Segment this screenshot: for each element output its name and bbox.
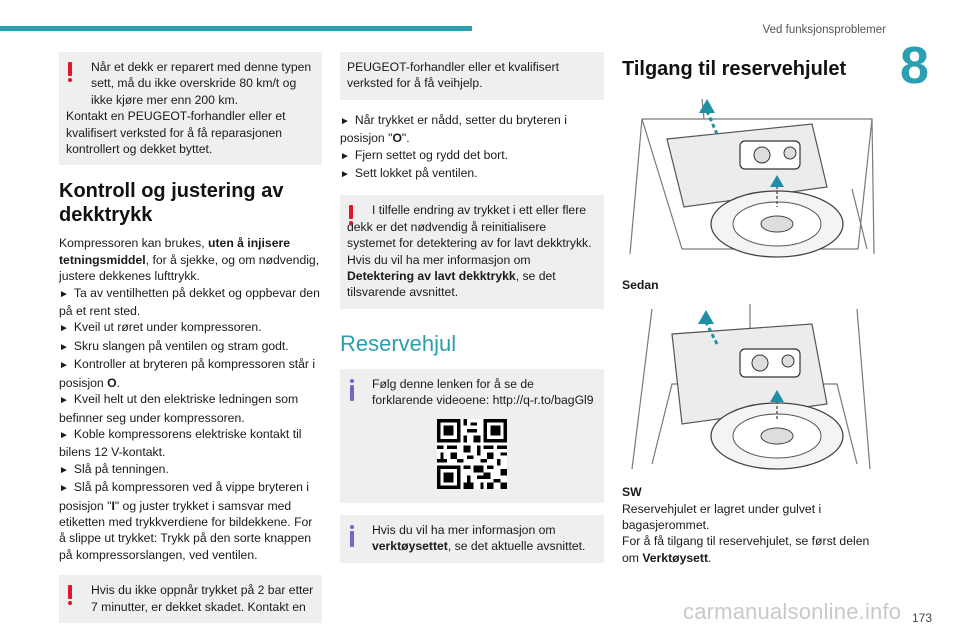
section-title: Reservehjul bbox=[340, 330, 457, 356]
warning-text: Når et dekk er reparert med denne typen … bbox=[91, 60, 312, 107]
sw-spare-wheel-illustration bbox=[631, 303, 871, 470]
warning-box: Hvis du ikke oppnår trykket på 2 bar ett… bbox=[59, 575, 322, 623]
info-icon bbox=[349, 524, 355, 547]
chapter-number: 8 bbox=[900, 37, 929, 95]
warning-icon bbox=[348, 205, 354, 226]
sedan-spare-wheel-illustration bbox=[629, 98, 875, 258]
qr-code[interactable] bbox=[437, 418, 507, 489]
info-text: Følg denne lenken for å se de forklarend… bbox=[372, 376, 594, 408]
column-3: Tilgang til reservehjulet Sedan bbox=[622, 52, 880, 566]
column-2: PEUGEOT-forhandler eller et kvalifisert … bbox=[340, 52, 604, 575]
body-text: For å få tilgang til reservehjulet, se f… bbox=[622, 534, 870, 565]
step-item: Når trykket er nådd, setter du bryteren … bbox=[340, 112, 604, 147]
warning-text: PEUGEOT-forhandler eller et kvalifisert … bbox=[347, 60, 560, 91]
figure-caption: SW bbox=[622, 485, 642, 500]
warning-text: Hvis du ikke oppnår trykket på 2 bar ett… bbox=[91, 583, 314, 614]
warning-text: Kontakt en PEUGEOT-forhandler eller et k… bbox=[66, 109, 286, 157]
steps: Når trykket er nådd, setter du bryteren … bbox=[340, 112, 604, 184]
body-text: Reservehjulet er lagret under gulvet i b… bbox=[622, 501, 822, 533]
page-number: 173 bbox=[912, 611, 933, 625]
section-body: Kompressoren kan brukes, uten å injisere… bbox=[59, 235, 322, 563]
header-accent-bar bbox=[0, 26, 472, 31]
info-icon bbox=[349, 378, 355, 401]
warning-continuation-box: PEUGEOT-forhandler eller et kvalifisert … bbox=[340, 52, 604, 100]
intro-paragraph: Kompressoren kan brukes, uten å injisere… bbox=[59, 236, 320, 284]
warning-icon bbox=[67, 62, 73, 82]
warning-text: I tilfelle endring av trykket i ett elle… bbox=[347, 203, 592, 300]
section-title: Tilgang til reservehjulet bbox=[622, 58, 847, 80]
warning-box: I tilfelle endring av trykket i ett elle… bbox=[340, 195, 604, 309]
step-item: Slå på tenningen. bbox=[59, 461, 322, 479]
section-title: Kontroll og justering av dekktrykk bbox=[59, 180, 284, 227]
step-item: Kontroller at bryteren på kompressoren s… bbox=[59, 356, 322, 391]
warning-box: Når et dekk er reparert med denne typen … bbox=[59, 52, 322, 166]
step-item: Koble kompressorens elektriske kontakt t… bbox=[59, 426, 322, 461]
info-text: Hvis du vil ha mer informasjon om verktø… bbox=[372, 522, 586, 554]
step-item: Fjern settet og rydd det bort. bbox=[340, 147, 604, 165]
warning-icon bbox=[67, 585, 73, 606]
step-item: Kveil ut røret under kompressoren. bbox=[59, 319, 322, 337]
step-item: Ta av ventilhetten på dekket og oppbevar… bbox=[59, 285, 322, 320]
watermark: carmanualsonline.info bbox=[683, 599, 902, 624]
step-item: Kveil helt ut den elektriske ledningen s… bbox=[59, 391, 322, 426]
figure-caption: Sedan bbox=[622, 278, 659, 293]
step-item: Slå på kompressoren ved å vippe bryteren… bbox=[59, 479, 322, 563]
step-item: Sett lokket på ventilen. bbox=[340, 165, 604, 183]
running-header: Ved funksjonsproblemer bbox=[762, 24, 886, 36]
step-item: Skru slangen på ventilen og stram godt. bbox=[59, 338, 322, 356]
info-box: Hvis du vil ha mer informasjon om verktø… bbox=[340, 514, 604, 563]
info-box: Følg denne lenken for å se de forklarend… bbox=[340, 368, 604, 503]
column-1: Når et dekk er reparert med denne typen … bbox=[59, 52, 322, 635]
